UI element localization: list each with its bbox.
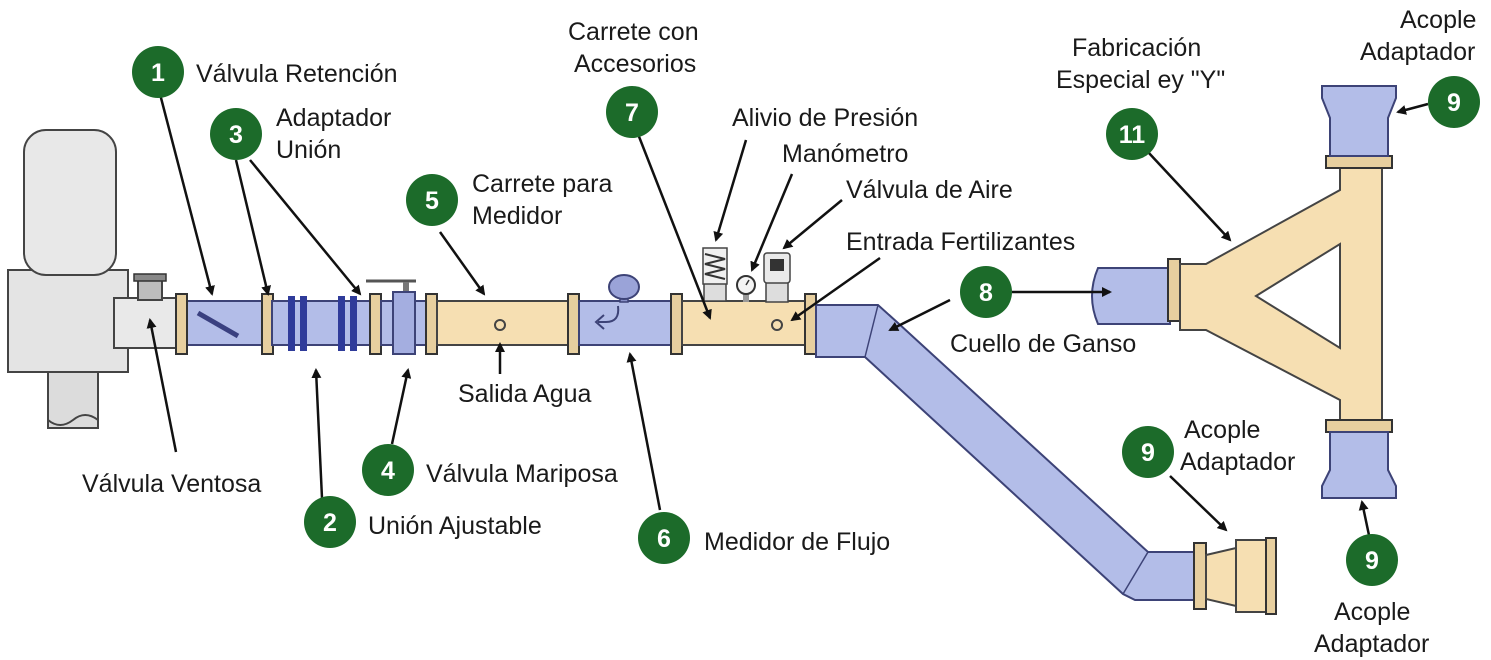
- pump-tank: [7, 129, 185, 429]
- adjustable-union: [261, 293, 382, 355]
- flow-meter: [578, 274, 683, 355]
- label-valvula-retencion: Válvula Retención: [196, 60, 398, 88]
- label-valvula-ventosa: Válvula Ventosa: [82, 470, 261, 498]
- badge-9-mid: 9: [1122, 426, 1174, 478]
- badge-1: 1: [132, 46, 184, 98]
- svg-text:5: 5: [425, 187, 439, 215]
- butterfly-valve: [366, 279, 438, 355]
- label-acople-mid-line1: Acople: [1184, 416, 1260, 444]
- label-fabricacion-line1: Fabricación: [1072, 34, 1201, 62]
- badge-11: 11: [1106, 108, 1158, 160]
- svg-text:9: 9: [1141, 439, 1155, 467]
- badge-6: 6: [638, 512, 690, 564]
- label-fabricacion-line2: Especial ey "Y": [1056, 66, 1225, 94]
- label-acople-top-line2: Adaptador: [1360, 38, 1475, 66]
- label-carrete-accesorios-line2: Accesorios: [574, 50, 696, 78]
- label-entrada-fertilizantes: Entrada Fertilizantes: [846, 228, 1075, 256]
- badge-8: 8: [960, 266, 1012, 318]
- label-acople-mid-line2: Adaptador: [1180, 448, 1295, 476]
- meter-spool: [436, 293, 580, 355]
- label-acople-bottom-line2: Adaptador: [1314, 630, 1429, 658]
- label-acople-top-line1: Acople: [1400, 6, 1476, 34]
- badge-5: 5: [406, 174, 458, 226]
- svg-text:4: 4: [381, 457, 395, 485]
- gooseneck-pipe: [815, 304, 1277, 615]
- svg-text:6: 6: [657, 525, 671, 553]
- svg-text:7: 7: [625, 99, 639, 127]
- label-valvula-mariposa: Válvula Mariposa: [426, 460, 618, 488]
- svg-text:2: 2: [323, 509, 337, 537]
- label-union-ajustable: Unión Ajustable: [368, 512, 542, 540]
- svg-text:11: 11: [1119, 121, 1146, 149]
- badge-3: 3: [210, 108, 262, 160]
- callout-arrows: [146, 93, 1429, 541]
- badge-2: 2: [304, 496, 356, 548]
- svg-text:9: 9: [1365, 547, 1379, 575]
- label-medidor-flujo: Medidor de Flujo: [704, 528, 890, 556]
- badge-4: 4: [362, 444, 414, 496]
- label-carrete-accesorios-line1: Carrete con: [568, 18, 699, 46]
- check-valve-section: [175, 293, 265, 355]
- label-alivio-presion: Alivio de Presión: [732, 104, 918, 132]
- label-salida-agua: Salida Agua: [458, 380, 592, 408]
- svg-text:8: 8: [979, 279, 993, 307]
- label-valvula-aire: Válvula de Aire: [846, 176, 1013, 204]
- accessories-spool: [681, 247, 817, 355]
- badge-7: 7: [606, 86, 658, 138]
- label-carrete-medidor-line2: Medidor: [472, 202, 562, 230]
- label-carrete-medidor-line1: Carrete para: [472, 170, 612, 198]
- badge-9-top: 9: [1428, 76, 1480, 128]
- svg-text:1: 1: [151, 59, 165, 87]
- y-fitting: [1091, 85, 1397, 499]
- badge-9-bottom: 9: [1346, 534, 1398, 586]
- label-acople-bottom-line1: Acople: [1334, 598, 1410, 626]
- label-cuello-ganso: Cuello de Ganso: [950, 330, 1136, 358]
- svg-text:3: 3: [229, 121, 243, 149]
- label-adaptador-union-line1: Adaptador: [276, 104, 391, 132]
- label-adaptador-union-line2: Unión: [276, 136, 341, 164]
- svg-text:9: 9: [1447, 89, 1461, 117]
- label-manometro: Manómetro: [782, 140, 908, 168]
